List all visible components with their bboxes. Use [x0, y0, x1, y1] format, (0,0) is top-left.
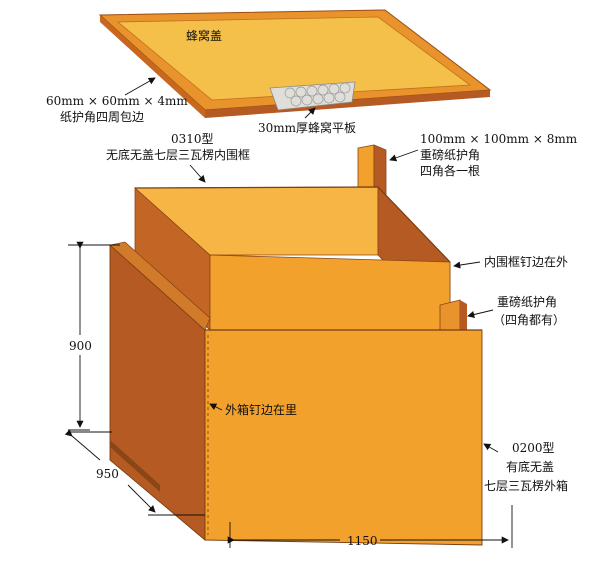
heavy-corner-label-line1: 重磅纸护角 — [497, 294, 557, 309]
dim-depth-label: 950 — [96, 467, 119, 481]
outer-box — [109, 241, 483, 546]
corner-post-label-line3: 四角各一根 — [420, 163, 480, 178]
outer-box-label-line3: 七层三瓦楞外箱 — [484, 478, 568, 493]
dim-height-label: 900 — [69, 339, 92, 353]
lid-corner-label-line2: 纸护角四周包边 — [60, 110, 144, 124]
leader-lines — [124, 77, 499, 453]
outer-box-label-line1: 0200型 — [512, 441, 555, 455]
honeycomb-label: 30mm厚蜂窝平板 — [258, 120, 356, 135]
honeycomb-panel — [269, 81, 356, 111]
outer-nail-label: 外箱钉边在里 — [225, 402, 297, 417]
dimension-lines — [64, 241, 513, 548]
lid-label: 蜂窝盖 — [186, 28, 222, 43]
dim-width-label: 1150 — [347, 534, 378, 548]
outer-box-label-line2: 有底无盖 — [506, 459, 554, 474]
honeycomb-lid — [98, 9, 492, 118]
inner-frame-label-line1: 0310型 — [171, 132, 214, 146]
lid-corner-label-line1: 60mm × 60mm × 4mm — [46, 94, 188, 108]
inner-frame-label-line2: 无底无盖七层三瓦楞内围框 — [106, 147, 250, 162]
corner-post-label-line2: 重磅纸护角 — [420, 147, 480, 162]
heavy-corner-label-line2: （四角都有） — [493, 313, 565, 327]
corner-post-label-line1: 100mm × 100mm × 8mm — [420, 132, 578, 146]
inner-nail-label: 内围框钉边在外 — [484, 255, 568, 269]
